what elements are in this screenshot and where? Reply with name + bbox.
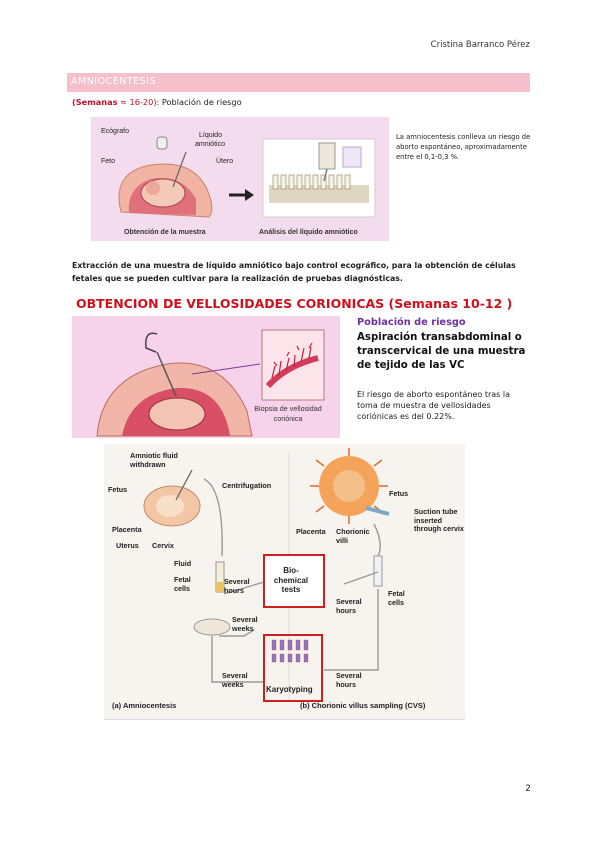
subtitle-rest: : Población de riesgo: [156, 97, 242, 107]
label-fetal-cells-right: Fetal cells: [388, 589, 405, 607]
section-title: AMNIOCENTESIS: [71, 76, 156, 87]
caption-cvs: (b) Chorionic villus sampling (CVS): [300, 701, 426, 710]
label-karyotyping: Karyotyping: [266, 685, 313, 694]
label-amniotic-fluid: Amniotic fluid withdrawn: [130, 451, 178, 469]
description-paragraph: Extracción de una muestra de líquido amn…: [72, 261, 516, 283]
page-number: 2: [525, 784, 531, 794]
label-several-hours-right2: Several hours: [336, 671, 362, 689]
label-fluid: Fluid: [174, 559, 192, 568]
subtitle-range: ≈ 16-20): [117, 97, 157, 107]
label-placenta-left: Placenta: [112, 525, 142, 534]
caption-analisis: Análisis del líquido amniótico: [259, 229, 358, 236]
label-fetus-right: Fetus: [389, 489, 409, 498]
label-fetus-left: Fetus: [108, 485, 128, 494]
label-cervix: Cervix: [152, 541, 174, 550]
caption-amniocentesis: (a) Amniocentesis: [112, 701, 177, 710]
label-centrifugation: Centrifugation: [222, 481, 272, 490]
cvs-figure: Biopsia de vellosidad coriónica: [72, 316, 340, 438]
caption-obtencion: Obtención de la muestra: [124, 229, 206, 236]
prenatal-diagnosis-diagram: Amniotic fluid withdrawn Fetus Centrifug…: [104, 444, 465, 720]
label-suction-tube: Suction tube inserted through cervix: [414, 507, 464, 533]
cvs-title: OBTENCION DE VELLOSIDADES CORIONICAS (Se…: [76, 296, 513, 311]
label-chorionic-villi: Chorionic villi: [336, 527, 370, 545]
label-several-weeks-mid: Several weeks: [232, 615, 258, 633]
amniocentesis-illustration: Ecógrafo Líquido amniótico Feto Útero Ob…: [101, 128, 376, 236]
biochemical-box: [263, 554, 325, 608]
cvs-aspiracion: Aspiración transabdominal o transcervica…: [357, 332, 526, 371]
section-subtitle: (Semanas ≈ 16-20): Población de riesgo: [72, 97, 242, 107]
label-fetal-cells-left: Fetal cells: [174, 575, 191, 593]
label-biopsia: Biopsia de vellosidad coriónica: [254, 404, 322, 423]
label-biochemical: Bio-chemical tests: [273, 566, 309, 594]
cvs-poblacion: Población de riesgo: [357, 317, 466, 328]
cvs-illustration: [96, 329, 325, 437]
author-name: Cristina Barranco Pérez: [430, 40, 530, 50]
label-several-hours-left: Several hours: [224, 577, 250, 595]
label-feto: Feto: [101, 158, 115, 165]
label-utero: Útero: [216, 156, 233, 165]
karyotyping-box: [263, 634, 323, 702]
section-band: [67, 73, 530, 92]
diagram-artwork: [143, 448, 390, 702]
label-ecografo: Ecógrafo: [101, 128, 129, 135]
label-several-weeks-low: Several weeks: [222, 671, 248, 689]
label-placenta-right: Placenta: [296, 527, 326, 536]
label-liquido: Líquido: [199, 132, 222, 139]
risk-note: La amniocentesis conlleva un riesgo de a…: [396, 133, 531, 161]
subtitle-red: (Semanas: [72, 97, 118, 107]
cvs-risk-note: El riesgo de aborto espontáneo tras la t…: [357, 390, 510, 421]
amniocentesis-figure: Ecógrafo Líquido amniótico Feto Útero Ob…: [91, 117, 389, 241]
label-amniotico: amniótico: [195, 141, 225, 148]
label-several-hours-right1: Several hours: [336, 597, 362, 615]
label-uterus: Uterus: [116, 541, 139, 550]
